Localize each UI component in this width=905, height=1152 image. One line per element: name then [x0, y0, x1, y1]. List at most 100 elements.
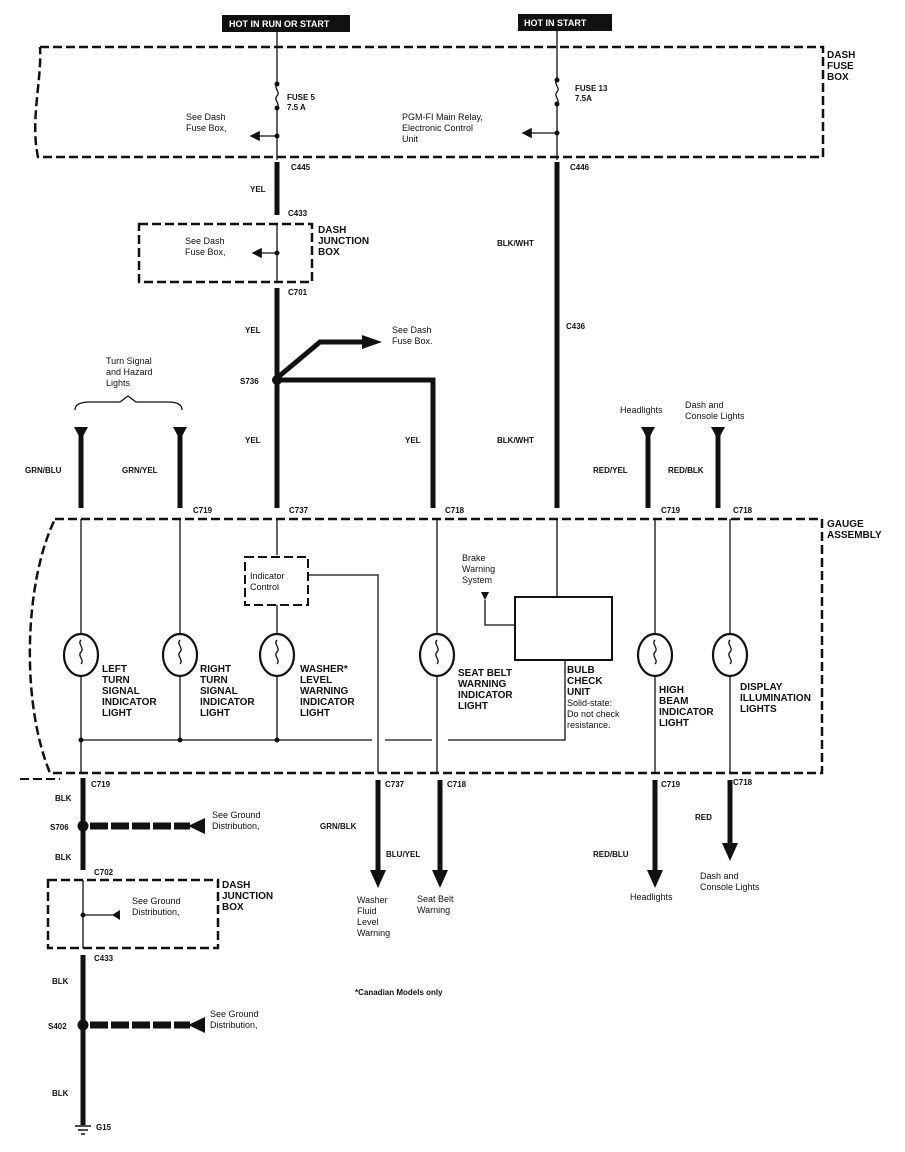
- svg-text:HOT IN RUN OR START: HOT IN RUN OR START: [229, 19, 330, 29]
- connector-c737: C737: [385, 780, 405, 789]
- svg-text:TURN: TURN: [200, 675, 228, 686]
- bulb-icon: [62, 632, 100, 678]
- svg-text:JUNCTION: JUNCTION: [222, 891, 273, 902]
- gauge-assembly: [28, 517, 824, 775]
- svg-text:Warning: Warning: [462, 564, 495, 574]
- svg-text:Brake: Brake: [462, 553, 486, 563]
- svg-text:TURN: TURN: [102, 675, 130, 686]
- svg-text:Dash and: Dash and: [700, 871, 739, 881]
- svg-text:LIGHT: LIGHT: [659, 718, 689, 729]
- pgm-fi-text: PGM-FI Main Relay, Electronic Control Un…: [402, 112, 483, 144]
- svg-text:INDICATOR: INDICATOR: [200, 697, 255, 708]
- arrow-icon: [188, 1017, 205, 1033]
- svg-text:DASH: DASH: [222, 880, 250, 891]
- svg-text:Lights: Lights: [106, 378, 131, 388]
- svg-text:Solid-state:: Solid-state:: [567, 698, 612, 708]
- connector-c436: C436: [566, 322, 586, 331]
- wire-color-label: GRN/BLU: [25, 466, 62, 475]
- dash-junction-box-upper: [137, 222, 314, 284]
- gauge-assembly-label: GAUGE ASSEMBLY: [827, 519, 882, 541]
- ground-icon: [75, 1125, 91, 1135]
- arrow-icon: [362, 335, 382, 349]
- see-ground-text: See Ground: [210, 1009, 259, 1019]
- svg-text:Washer: Washer: [357, 895, 388, 905]
- svg-text:PGM-FI Main Relay,: PGM-FI Main Relay,: [402, 112, 483, 122]
- svg-text:CHECK: CHECK: [567, 676, 603, 687]
- svg-text:ILLUMINATION: ILLUMINATION: [740, 693, 811, 704]
- connector-c719: C719: [193, 506, 213, 515]
- svg-text:Seat Belt: Seat Belt: [417, 894, 454, 904]
- wire-color-label: BLK: [55, 853, 72, 862]
- splice-label: S706: [50, 823, 69, 832]
- bulb-icon: [636, 632, 674, 678]
- svg-text:Electronic Control: Electronic Control: [402, 123, 473, 133]
- svg-text:SIGNAL: SIGNAL: [200, 686, 238, 697]
- svg-text:SIGNAL: SIGNAL: [102, 686, 140, 697]
- see-ground-text: Distribution,: [132, 907, 180, 917]
- bulb-icon: [161, 632, 199, 678]
- connector-c433: C433: [94, 954, 114, 963]
- svg-text:BOX: BOX: [827, 72, 849, 83]
- connector-c719: C719: [91, 780, 111, 789]
- connector-c718: C718: [445, 506, 465, 515]
- dash-console-label: Dash and: [685, 400, 724, 410]
- svg-text:INDICATOR: INDICATOR: [458, 690, 513, 701]
- svg-text:BOX: BOX: [318, 247, 340, 258]
- brake-warning-label: Brake Warning System: [462, 553, 495, 585]
- svg-text:INDICATOR: INDICATOR: [300, 697, 355, 708]
- splice-label: S402: [48, 1022, 67, 1031]
- connector-c702: C702: [94, 868, 114, 877]
- see-dash-fuse-box-text: See Dash: [186, 112, 226, 122]
- svg-text:Unit: Unit: [402, 134, 419, 144]
- svg-text:LEVEL: LEVEL: [300, 675, 332, 686]
- fuse-5-rating: 7.5 A: [287, 103, 306, 112]
- svg-text:WARNING: WARNING: [300, 686, 349, 697]
- see-ground-text: Distribution,: [210, 1020, 258, 1030]
- see-dash-fuse-box-text: See Dash: [185, 236, 225, 246]
- svg-text:DASH: DASH: [827, 50, 855, 61]
- svg-text:GAUGE: GAUGE: [827, 519, 864, 530]
- svg-text:Do not check: Do not check: [567, 709, 620, 719]
- svg-text:LIGHT: LIGHT: [458, 701, 488, 712]
- svg-text:WASHER*: WASHER*: [300, 664, 348, 675]
- wire-color-label: BLU/YEL: [386, 850, 420, 859]
- wire-color-label: YEL: [245, 326, 261, 335]
- wire-color-label: BLK: [52, 977, 69, 986]
- svg-text:LIGHT: LIGHT: [300, 708, 330, 719]
- svg-text:SEAT BELT: SEAT BELT: [458, 668, 512, 679]
- wire-color-label: GRN/BLK: [320, 822, 357, 831]
- svg-text:Level: Level: [357, 917, 379, 927]
- wire-color-label: YEL: [250, 185, 266, 194]
- indicator-control-box: [244, 556, 309, 606]
- svg-text:Warning: Warning: [417, 905, 450, 915]
- bulb-check-unit-label: BULB CHECK UNIT Solid-state: Do not chec…: [567, 665, 620, 730]
- wire-branch: [275, 339, 365, 380]
- svg-text:BOX: BOX: [222, 902, 244, 913]
- svg-text:UNIT: UNIT: [567, 687, 590, 698]
- dash-fuse-box-label: DASH FUSE BOX: [827, 50, 855, 83]
- arrow-icon: [188, 818, 205, 834]
- fuse-5-icon: [275, 83, 279, 160]
- svg-text:and Hazard: and Hazard: [106, 367, 153, 377]
- splice-label: S736: [240, 377, 259, 386]
- svg-text:System: System: [462, 575, 492, 585]
- svg-text:BEAM: BEAM: [659, 696, 688, 707]
- svg-text:FUSE: FUSE: [827, 61, 854, 72]
- svg-text:RIGHT: RIGHT: [200, 664, 231, 675]
- see-dash-fuse-box-text: Fuse Box,: [185, 247, 226, 257]
- dash-junction-box-label: DASH JUNCTION BOX: [222, 880, 273, 913]
- connector-c719: C719: [661, 506, 681, 515]
- wire-color-label: BLK/WHT: [497, 239, 534, 248]
- wire-color-label: BLK: [55, 794, 72, 803]
- see-ground-text: See Ground: [132, 896, 181, 906]
- bulb-check-unit: [514, 596, 613, 661]
- wire-color-label: YEL: [245, 436, 261, 445]
